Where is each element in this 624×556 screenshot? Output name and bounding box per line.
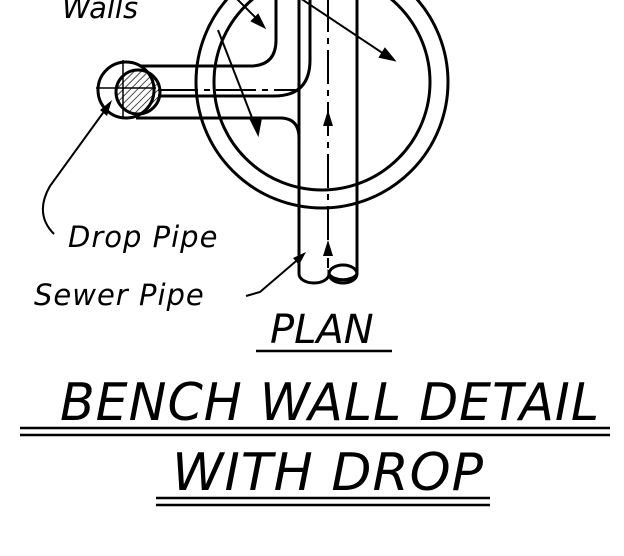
drop-pipe-leader [42, 100, 112, 235]
drop-pipe-label: Drop Pipe [68, 220, 218, 254]
walls-arrowhead-1 [250, 13, 267, 30]
drop-pipe-arrowhead [100, 100, 112, 116]
sewer-pipe-label: Sewer Pipe [34, 278, 205, 312]
sewer-pipe-arrowhead [293, 252, 306, 265]
title-line-1: BENCH WALL DETAIL [60, 373, 600, 433]
sewer-pipe-end [297, 263, 359, 285]
manhole-walls [194, 0, 450, 210]
flow-arrow-upper [323, 110, 333, 126]
flow-arrow-lower [323, 240, 333, 256]
plan-heading: PLAN [270, 307, 374, 353]
drop-pipe-inner-bend [158, 0, 312, 98]
drop-pipe-end [96, 60, 162, 120]
drop-pipe-plan [136, 0, 312, 139]
drop-pipe-section-hatch [114, 68, 162, 116]
walls-leaders [217, 0, 397, 138]
flow-arrows [323, 110, 333, 256]
walls-label: Walls [62, 0, 138, 25]
manhole-inner-wall [212, 0, 432, 192]
title-line-2: WITH DROP [172, 443, 484, 503]
manhole-outer-wall [194, 0, 450, 210]
walls-arrowhead-3 [249, 116, 263, 138]
sewer-pipe-leader [245, 252, 306, 297]
walls-arrowhead-2 [378, 47, 397, 62]
bench-channel-edge [136, 116, 301, 139]
drop-pipe-outer-bend [136, 0, 278, 68]
